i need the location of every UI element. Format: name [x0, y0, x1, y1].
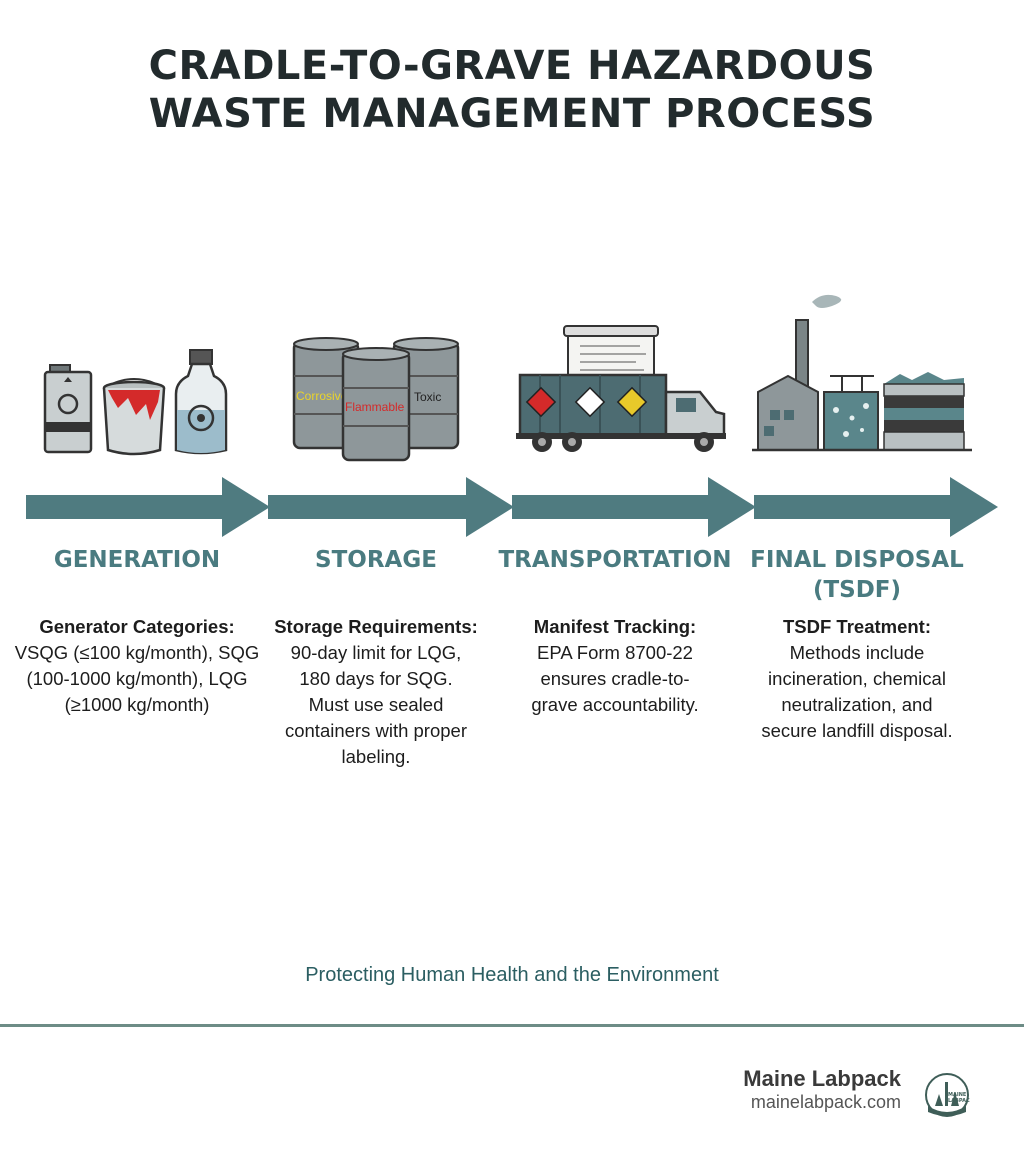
- hazmat-truck-icon: [516, 373, 726, 452]
- storage-drums-icon: Corrosive Toxic Flammable: [292, 337, 460, 462]
- stage-name-generation: GENERATION: [53, 547, 221, 573]
- stage-desc-body: 90-day limit for LQG, 180 days for SQG. …: [284, 642, 467, 767]
- drum-label-flammable: Flammable: [345, 400, 405, 414]
- flow-arrow-4: [754, 477, 998, 537]
- process-illustrations: Corrosive Toxic Flammable: [43, 294, 972, 462]
- stage-desc-final-disposal: TSDF Treatment: Methods include incinera…: [732, 614, 982, 744]
- stage-desc-heading: TSDF Treatment:: [782, 616, 932, 637]
- landfill-icon: [883, 372, 965, 451]
- footer-divider: [0, 1024, 1024, 1027]
- stage-desc-transportation: Manifest Tracking: EPA Form 8700-22 ensu…: [495, 614, 735, 718]
- hazard-canister-icon: [43, 364, 93, 454]
- biohazard-bottle-icon: [174, 349, 228, 455]
- logo-text: MAINE: [948, 1092, 967, 1098]
- stage-desc-generation: Generator Categories: VSQG (≤100 kg/mont…: [12, 614, 262, 718]
- paint-can-icon: [102, 378, 166, 456]
- flow-arrow-1: [26, 477, 270, 537]
- title-line-1: CRADLE-TO-GRAVE HAZARDOUS: [148, 43, 876, 89]
- stage-desc-heading: Manifest Tracking:: [533, 616, 697, 637]
- page-title: CRADLE-TO-GRAVE HAZARDOUS WASTE MANAGEME…: [0, 42, 1024, 138]
- flow-arrow-2: [268, 477, 514, 537]
- stage-desc-body: Methods include incineration, chemical n…: [761, 642, 953, 741]
- drum-flammable: Flammable: [341, 347, 411, 462]
- title-line-2: WASTE MANAGEMENT PROCESS: [148, 91, 876, 137]
- stage-desc-storage: Storage Requirements: 90-day limit for L…: [251, 614, 501, 770]
- brand-logo-icon: MAINE LABPACK: [925, 1073, 970, 1117]
- stage-name-storage: STORAGE: [315, 547, 437, 573]
- treatment-tank-icon: [823, 375, 879, 451]
- stage-name-transportation: TRANSPORTATION: [498, 547, 732, 573]
- process-flow-arrows: [26, 477, 998, 537]
- manifest-document-icon: [563, 325, 659, 381]
- stage-desc-heading: Generator Categories:: [39, 616, 235, 637]
- brand-url[interactable]: mainelabpack.com: [750, 1092, 901, 1112]
- incinerator-plant-icon: [757, 294, 842, 451]
- drum-label-toxic: Toxic: [414, 390, 441, 404]
- flow-arrow-3: [512, 477, 756, 537]
- stage-desc-body: EPA Form 8700-22 ensures cradle-to-grave…: [531, 642, 699, 715]
- stage-desc-body: VSQG (≤100 kg/month), SQG (100-1000 kg/m…: [14, 642, 260, 715]
- drum-label-corrosive: Corrosive: [296, 389, 348, 403]
- logo-text: LABPACK: [948, 1098, 970, 1104]
- stage-desc-heading: Storage Requirements:: [274, 616, 478, 637]
- stage-name-final-disposal: FINAL DISPOSAL (TSDF): [750, 547, 964, 603]
- tagline: Protecting Human Health and the Environm…: [305, 964, 719, 986]
- brand-name: Maine Labpack: [743, 1066, 901, 1091]
